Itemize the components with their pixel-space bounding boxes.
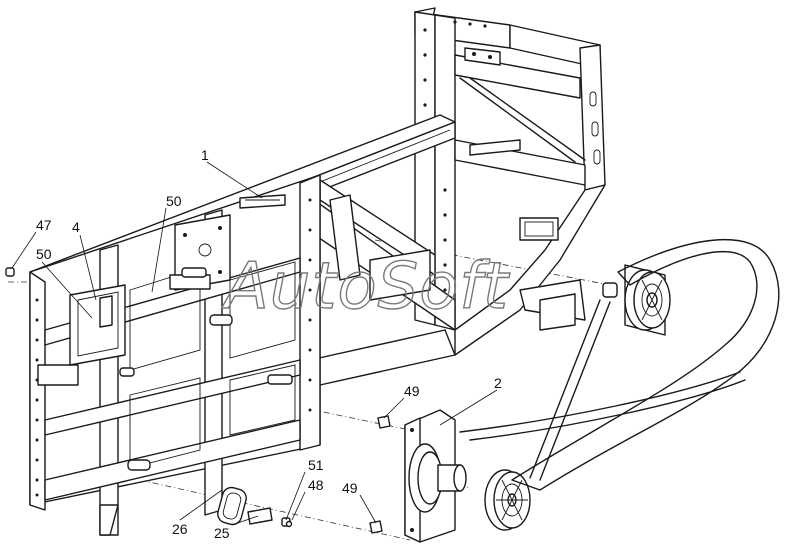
- pulley-housing-part-2: [404, 409, 467, 543]
- lower-pulley: [484, 469, 531, 531]
- callout-1: 1: [201, 147, 209, 163]
- upper-hardware: [469, 139, 559, 241]
- tower-foot: [519, 279, 586, 331]
- callout-51: 51: [308, 457, 324, 473]
- part-48-51-bolt: [281, 517, 293, 528]
- part-49-nuts: [369, 415, 391, 534]
- drive-belt: [459, 238, 780, 491]
- front-side-frame: [29, 174, 321, 536]
- watermark: AutoSoft: [221, 250, 511, 324]
- callout-26: 26: [172, 521, 188, 537]
- callout-2: 2: [494, 375, 502, 391]
- callout-48: 48: [308, 477, 324, 493]
- internal-braces: [299, 179, 456, 386]
- upper-pulley: [602, 264, 671, 336]
- callout-4: 4: [72, 219, 80, 235]
- callout-49-lower: 49: [342, 480, 358, 496]
- callout-49-upper: 49: [404, 383, 420, 399]
- callout-25: 25: [214, 525, 230, 541]
- callout-50-upper: 50: [166, 193, 182, 209]
- bracket-part-1: [239, 194, 286, 209]
- callout-47: 47: [36, 217, 52, 233]
- hinge-plate: [169, 214, 231, 291]
- part-26-ring: [217, 486, 247, 526]
- callout-labels: 1 50 47 4 50 49 2 51 48 49 26 25: [36, 147, 502, 541]
- leader-lines: [11, 161, 498, 526]
- pins: [119, 267, 293, 471]
- part-25-clip: [247, 507, 273, 525]
- callout-50-lower: 50: [36, 246, 52, 262]
- part-47-bolt: [5, 267, 15, 277]
